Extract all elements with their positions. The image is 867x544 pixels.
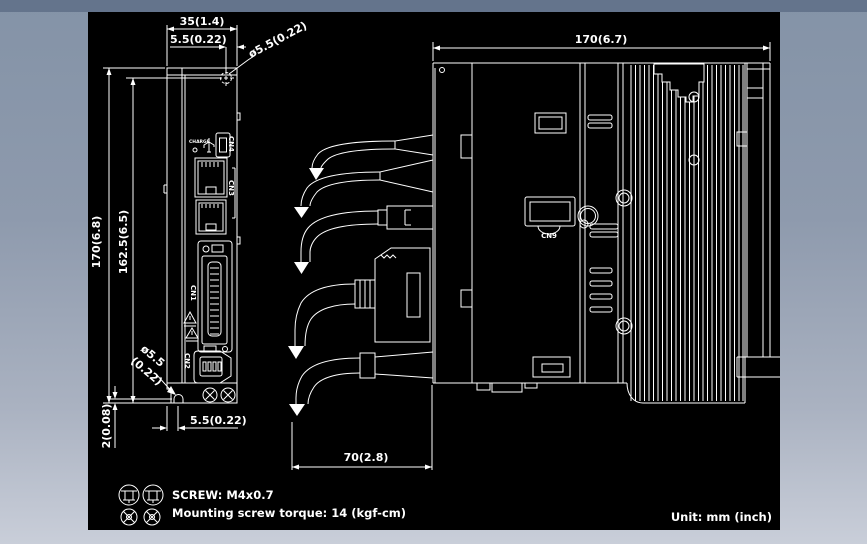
front-dim-width: 35(1.4): [166, 15, 238, 66]
dim-height-label: 170(6.8): [90, 216, 103, 269]
cn3-port-lower: [195, 199, 227, 235]
mounting-bracket-right: [736, 63, 780, 378]
heatsink-fins: [630, 63, 744, 401]
cn2-label: CN2: [183, 353, 191, 369]
front-dim-mount-height: 162.5(6.5): [117, 77, 220, 403]
cn4-label: CN4: [227, 136, 235, 152]
front-dim-slot-offset: 5.5(0.22): [152, 406, 247, 431]
unit-note: Unit: mm (inch): [671, 510, 772, 524]
dim-bottom-gap-label: 2(0.08): [100, 404, 113, 449]
window-top-strip: [0, 0, 867, 12]
cn1-port: [197, 240, 233, 353]
front-dim-slot-dia: ø5.5 (0.22): [128, 342, 176, 395]
screw-side-icon: [142, 484, 164, 506]
dim-hole-dia-label: ø5.5(0.22): [246, 19, 309, 61]
cn3-port-upper: [194, 157, 228, 198]
cn9-connector: CN9: [524, 196, 599, 240]
warning-icon: [183, 310, 199, 342]
cable-2: [294, 159, 434, 218]
cn3-bracket: [232, 167, 236, 219]
dim-width-label: 35(1.4): [180, 15, 225, 28]
cad-canvas[interactable]: 35(1.4) 5.5(0.22) ø5.5(0.22) 170(6.8: [88, 12, 780, 530]
front-panel: CHARGE CN4: [183, 132, 236, 403]
front-dim-hole-offset: 5.5(0.22): [170, 33, 246, 72]
usb-icon: [203, 138, 215, 153]
front-view: 35(1.4) 5.5(0.22) ø5.5(0.22) 170(6.8: [90, 15, 309, 448]
torque-note: Mounting screw torque: 14 (kgf-cm): [172, 506, 406, 520]
cn4-port: [215, 132, 231, 158]
front-dim-bottom-gap: 2(0.08): [100, 386, 172, 448]
front-dim-height: 170(6.8): [90, 67, 171, 404]
side-dim-cable-bend: 70(2.8): [291, 385, 433, 470]
cable-3: [294, 205, 434, 274]
dim-depth-label: 170(6.7): [575, 33, 628, 46]
footer-notes: SCREW: M4x0.7 Mounting screw torque: 14 …: [118, 484, 772, 526]
dimension-drawing: 35(1.4) 5.5(0.22) ø5.5(0.22) 170(6.8: [90, 15, 780, 526]
dim-mount-height-label: 162.5(6.5): [117, 210, 130, 274]
cable-4-cn1-plug: [288, 247, 431, 359]
cable-5-power: [289, 351, 434, 416]
dim-cable-bend-label: 70(2.8): [344, 451, 389, 464]
cn9-label: CN9: [541, 232, 557, 240]
cn3-label: CN3: [227, 180, 235, 196]
cable-1: [309, 134, 434, 180]
side-view: 170(6.7): [288, 33, 780, 470]
side-dim-depth: 170(6.7): [432, 33, 771, 61]
front-bottom-screws: [202, 387, 236, 403]
screw-top-icon: [143, 508, 161, 526]
side-body-outline: [432, 62, 770, 404]
cables: [288, 134, 434, 416]
cn1-label: CN1: [189, 285, 197, 301]
side-rail-screws: [615, 189, 633, 335]
charge-label: CHARGE: [189, 139, 210, 145]
front-body-outline: [163, 67, 241, 404]
screw-top-icon: [120, 508, 138, 526]
cn2-port: [193, 350, 232, 384]
dim-hole-offset-label: 5.5(0.22): [170, 33, 227, 46]
dim-slot-offset-label: 5.5(0.22): [190, 414, 247, 427]
screw-side-icon: [118, 484, 140, 506]
charge-led: [192, 147, 198, 153]
screw-spec-note: SCREW: M4x0.7: [172, 488, 274, 502]
